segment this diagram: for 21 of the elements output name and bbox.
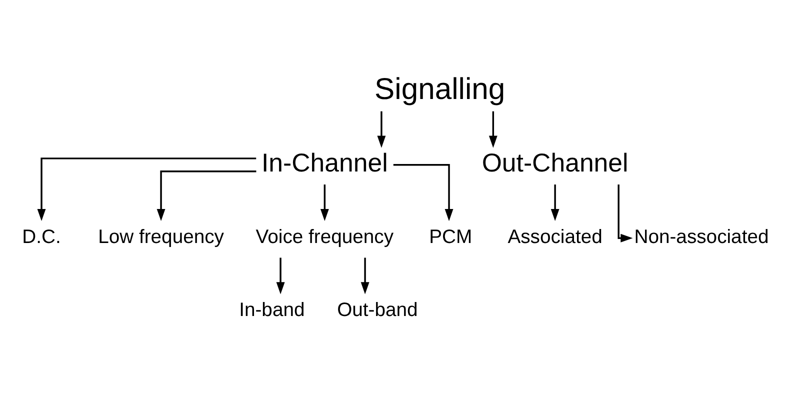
node-text: Low frequency	[98, 226, 224, 248]
arrow	[377, 111, 386, 148]
node-text: Voice frequency	[256, 226, 394, 248]
node-text: Associated	[508, 226, 602, 248]
node-text: Out-Channel	[482, 150, 628, 178]
arrow	[276, 258, 285, 294]
arrow	[488, 111, 498, 148]
arrow	[360, 258, 370, 294]
arrow	[550, 184, 560, 222]
node-text: In-Channel	[261, 150, 388, 178]
node-text: Signalling	[374, 73, 506, 106]
arrow	[393, 164, 454, 222]
node-text: Non-associated	[634, 226, 769, 248]
arrow	[618, 184, 633, 242]
node-text: D.C.	[22, 226, 61, 248]
arrow	[37, 158, 256, 222]
node-text: In-band	[239, 299, 305, 322]
arrow	[156, 170, 256, 222]
node-text: PCM	[429, 226, 472, 248]
arrow	[320, 184, 329, 222]
node-text: Out-band	[337, 299, 418, 322]
